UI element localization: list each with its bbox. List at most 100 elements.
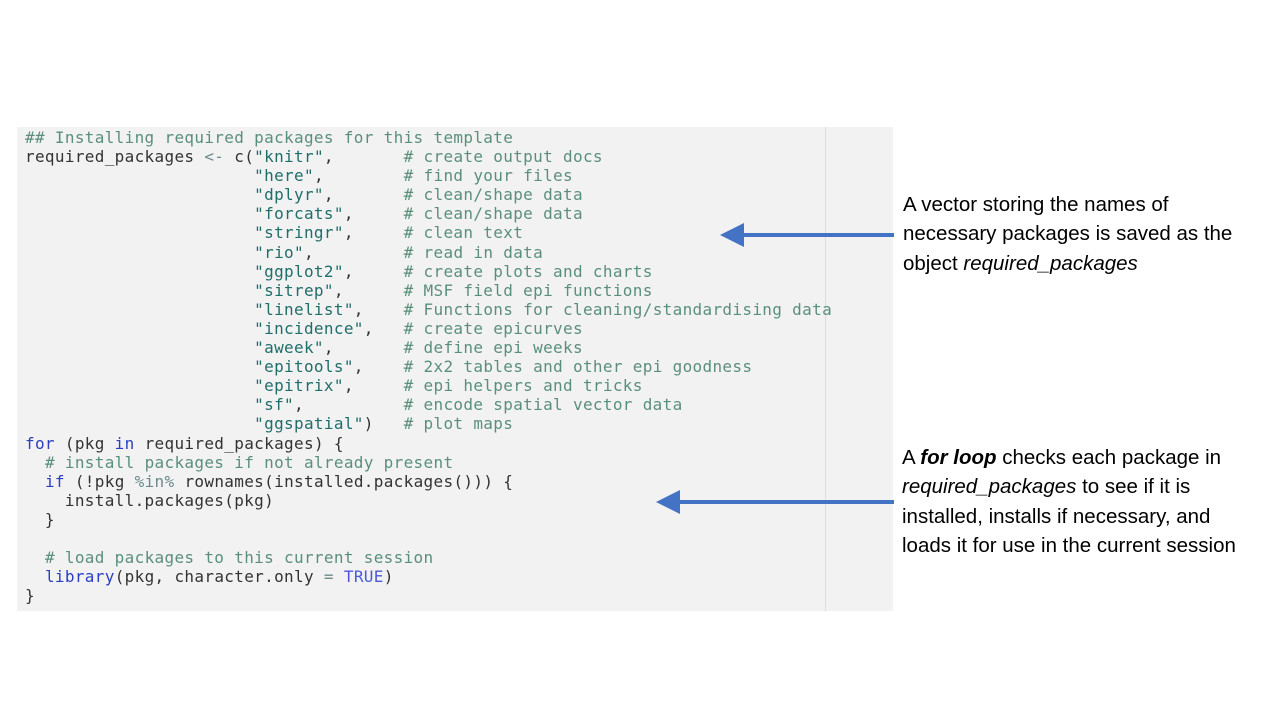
code-token-plain: , [343,204,404,224]
code-token-plain [25,357,254,376]
code-token-comment: # plot maps [403,414,514,434]
code-token-plain: , [343,261,404,281]
code-token-plain [25,319,254,338]
code-token-plain: ) [363,414,404,434]
code-token-comment: # create plots and charts [403,261,653,281]
loop-annotation-keyword: for loop [920,446,997,469]
vector-annotation-line-1: A vector storing the names of [903,193,1169,216]
loop-annotation-suffix: checks each package in [996,446,1222,469]
code-line: "stringr", # clean text [25,223,832,242]
code-line: for (pkg in required_packages) { [25,434,832,453]
code-token-plain [25,376,254,395]
code-line: } [25,510,832,529]
code-token-comment: # read in data [403,242,544,262]
code-token-plain: } [25,586,35,606]
code-token-plain: , [333,280,404,300]
code-token-plain: , [313,166,404,186]
code-line: ## Installing required packages for this… [25,128,832,147]
code-token-plain: required_packages) { [134,433,344,453]
code-token-comment: # clean text [403,223,524,243]
vector-annotation-object-name: required_packages [963,251,1138,275]
code-token-comment: # load packages to this current session [44,548,434,568]
code-token-op: <- [204,147,225,167]
code-token-comment: # find your files [403,166,573,186]
code-token-plain: c( [224,147,255,167]
code-token-plain: (pkg, character.only [114,567,324,587]
code-token-comment: # create output docs [403,147,603,167]
code-token-plain: required_packages [25,147,205,167]
code-line: if (!pkg %in% rownames(installed.package… [25,472,832,491]
loop-annotation-object-name: required_packages [902,475,1077,499]
code-token-plain: , [323,147,404,167]
loop-annotation-line-2-suffix: to see if it is [1076,475,1191,499]
vector-annotation-line-2: necessary packages is saved as the [903,222,1233,246]
loop-annotation-line-2: required_packages to see if it is [902,472,1236,501]
code-token-comment: # MSF field epi functions [403,280,653,300]
code-line: } [25,586,832,605]
code-token-comment: # encode spatial vector data [403,395,683,415]
code-token-plain [25,548,45,567]
code-token-plain [25,281,254,300]
code-token-plain: , [353,357,404,377]
code-token-plain [25,243,254,262]
code-token-string: "rio" [254,242,304,262]
code-token-comment: # install packages if not already presen… [44,452,454,472]
code-token-op: = [323,567,334,587]
loop-annotation-line-3: installed, installs if necessary, and [902,504,1211,528]
loop-annotation-prefix: A [902,446,921,469]
code-token-comment: # clean/shape data [403,185,583,205]
code-token-plain [25,204,254,223]
vector-annotation-prefix: object [903,251,964,275]
code-line: "sitrep", # MSF field epi functions [25,281,832,300]
code-token-string: "sf" [254,395,295,415]
code-margin-line [825,127,826,611]
code-token-plain: , [343,376,404,396]
code-line: # load packages to this current session [25,548,832,567]
code-token-comment: ## Installing required packages for this… [25,128,514,147]
code-line: "ggspatial") # plot maps [25,414,832,433]
loop-annotation-line-4: loads it for use in the current session [902,533,1236,557]
code-panel: ## Installing required packages for this… [17,127,893,611]
code-token-plain [25,223,254,242]
code-token-string: "incidence" [254,318,364,338]
code-token-string: "ggplot2" [254,261,344,281]
code-line: "aweek", # define epi weeks [25,338,832,357]
code-token-plain [25,414,254,433]
code-line: "ggplot2", # create plots and charts [25,262,832,281]
code-token-plain: ) [383,567,394,587]
code-token-string: "forcats" [254,204,344,224]
code-line: required_packages <- c("knitr", # create… [25,147,832,166]
loop-annotation: A for loop checks each package in requir… [902,443,1236,560]
code-token-comment: # 2x2 tables and other epi goodness [403,357,753,377]
code-token-keyword: library [44,567,115,587]
code-token-string: "dplyr" [254,185,324,205]
code-line [25,529,832,548]
code-token-plain [25,472,45,491]
vector-annotation-line-3: object required_packages [903,249,1232,278]
code-line: "epitrix", # epi helpers and tricks [25,376,832,395]
code-token-plain: (!pkg [64,471,135,491]
code-token-plain: , [294,395,404,415]
code-token-plain [25,453,45,472]
code-token-string: "aweek" [254,338,324,358]
code-line: install.packages(pkg) [25,491,832,510]
code-line: library(pkg, character.only = TRUE) [25,567,832,586]
code-token-string: "sitrep" [254,280,334,300]
code-token-comment: # epi helpers and tricks [403,376,643,396]
code-token-plain: , [343,223,404,243]
code-line: "linelist", # Functions for cleaning/sta… [25,300,832,319]
loop-annotation-line-1: A for loop checks each package in [902,443,1236,472]
code-token-plain: , [353,299,404,319]
code-token-string: "linelist" [254,299,354,319]
loop-arrow-icon [656,490,894,514]
code-token-plain [25,338,254,357]
code-token-string: "here" [254,166,314,186]
vector-arrow-icon [720,223,894,247]
code-token-string: "epitrix" [254,376,344,396]
code-token-plain: install.packages(pkg) [25,490,275,510]
code-token-number: TRUE [343,567,384,587]
code-line: "incidence", # create epicurves [25,319,832,338]
code-token-op: %in% [134,471,175,491]
code-token-keyword: in [114,433,135,453]
